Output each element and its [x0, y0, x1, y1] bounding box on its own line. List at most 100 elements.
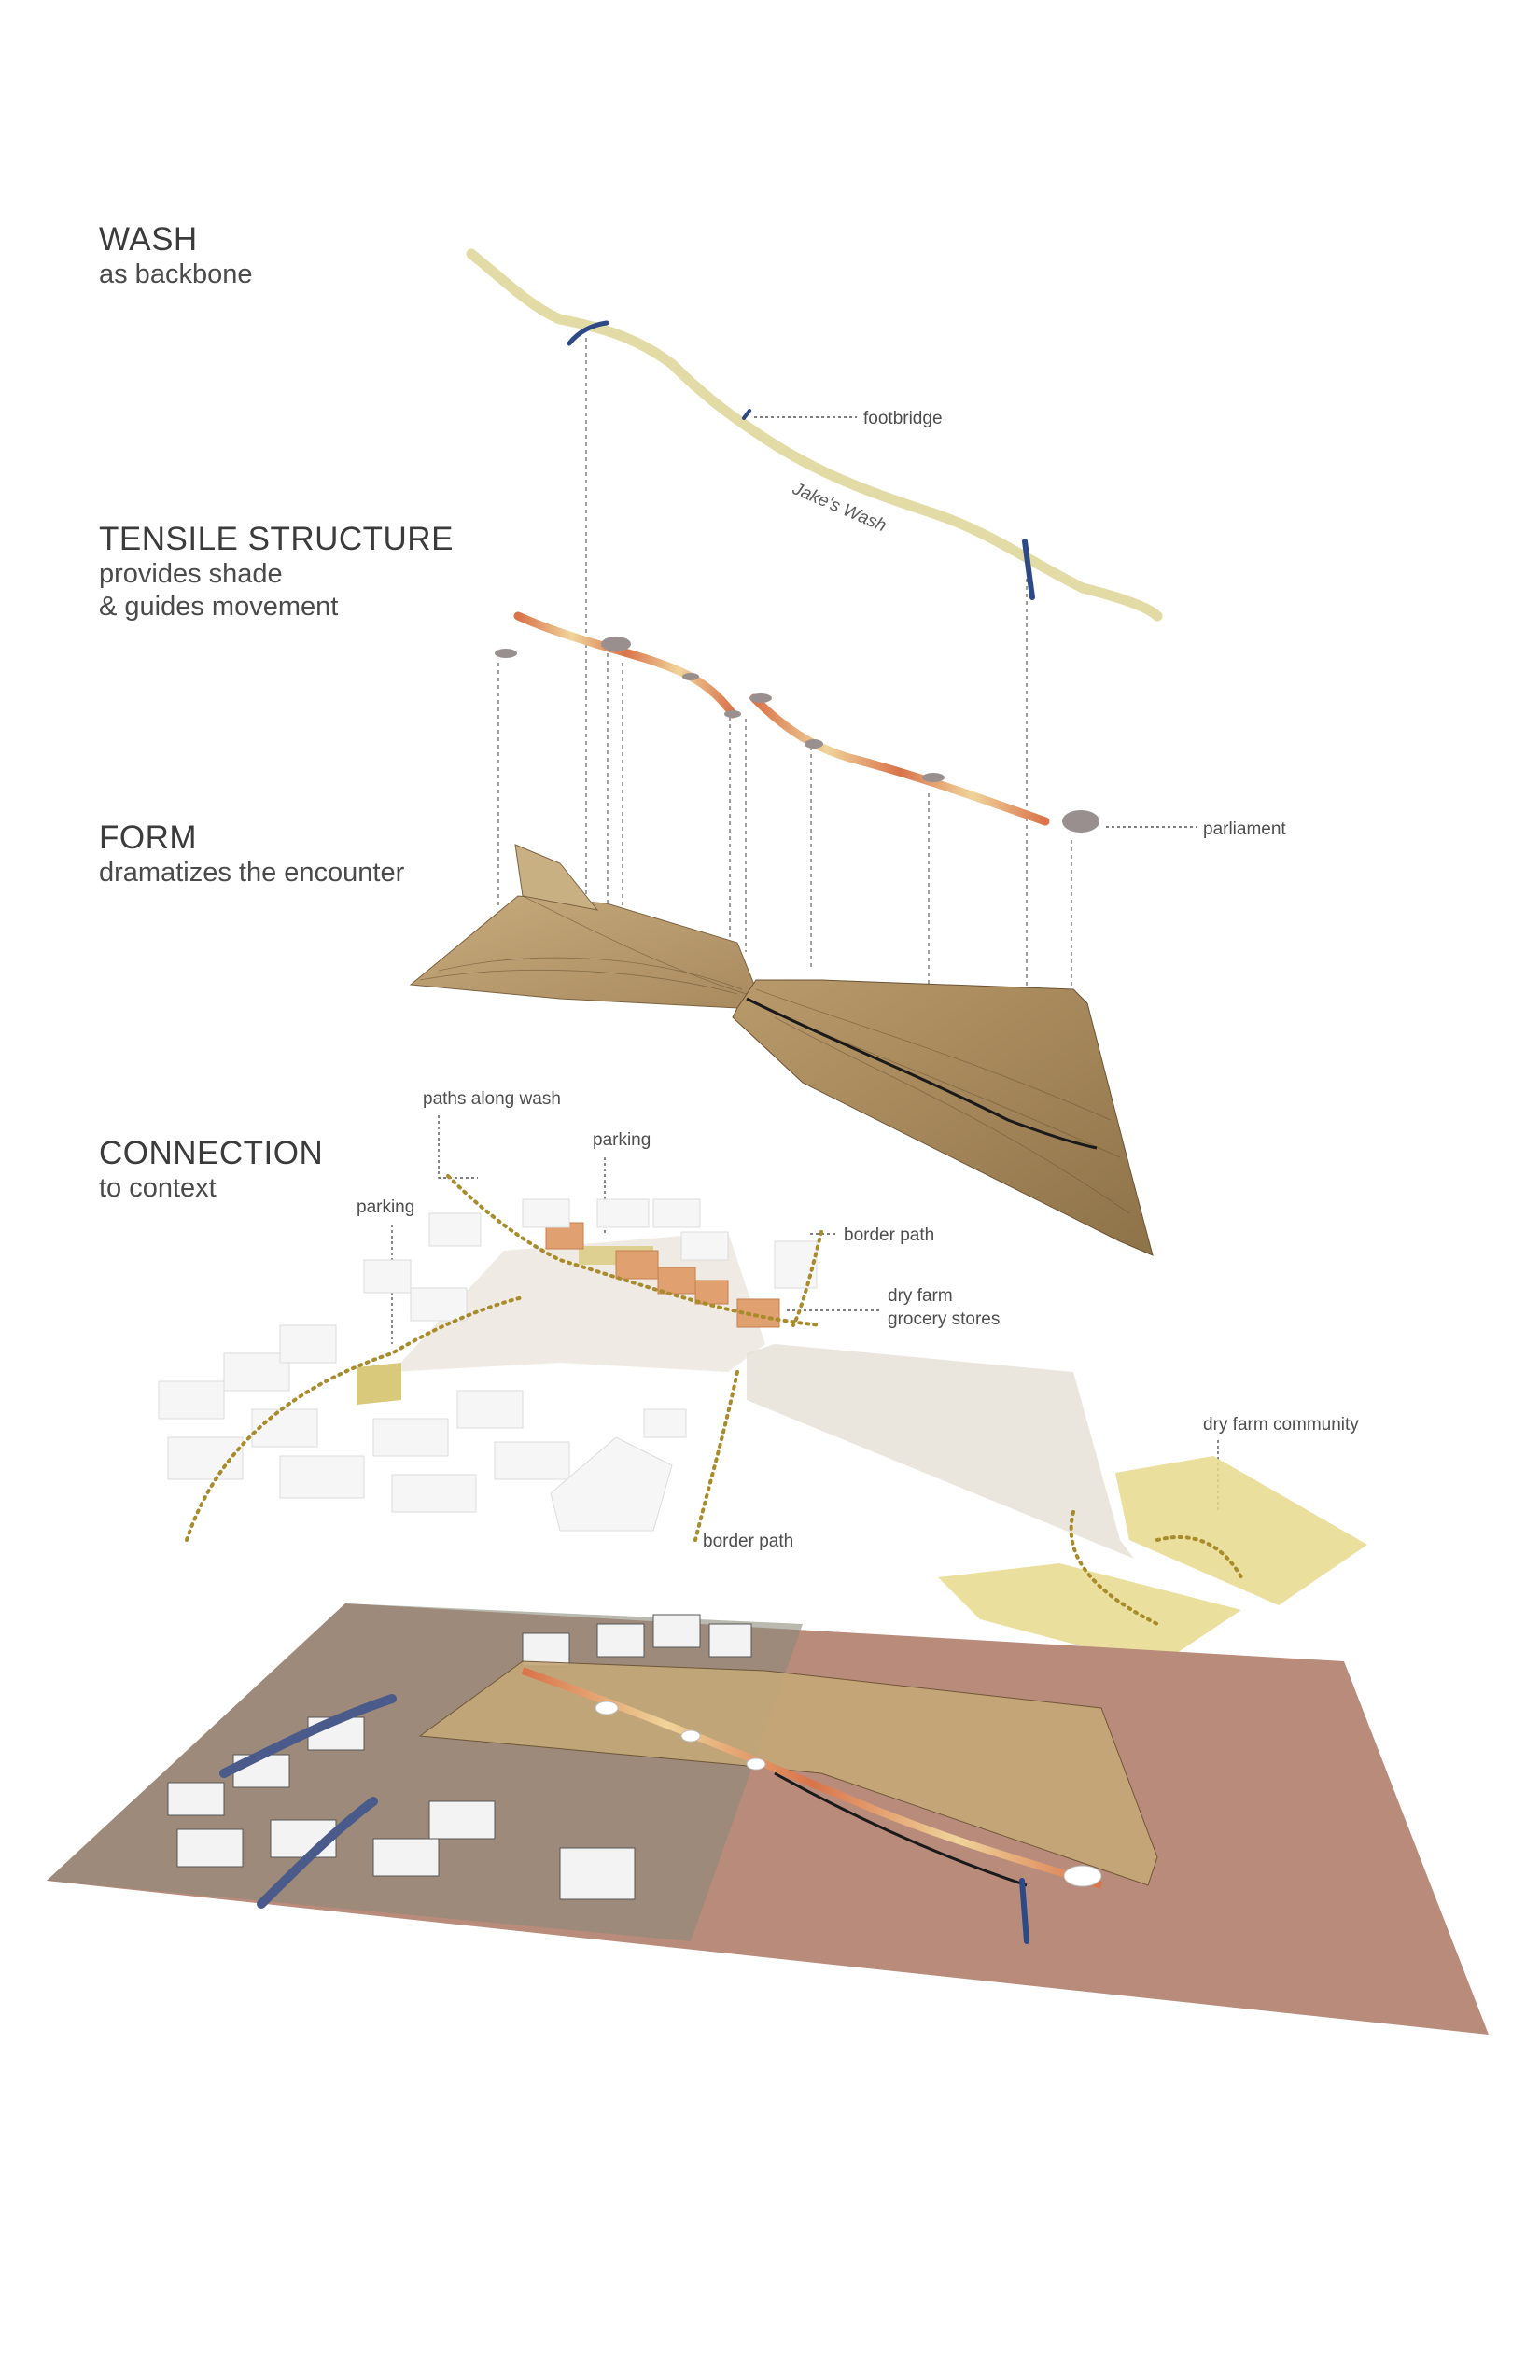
building: [456, 1390, 524, 1429]
layer-subtitle: & guides movement: [99, 591, 339, 622]
tensile-structure-layer: [495, 611, 1099, 833]
grocery-stores: [545, 1222, 780, 1328]
layer-title: TENSILE STRUCTURE: [99, 521, 454, 557]
node: [749, 693, 772, 703]
node: [680, 1729, 701, 1743]
layer-title: CONNECTION: [99, 1135, 324, 1171]
form-layer: [409, 844, 1154, 1256]
dry-farm-plot: [1115, 1456, 1367, 1605]
grocery-store: [615, 1250, 659, 1280]
path: [1069, 1510, 1159, 1626]
dry-farm-plot: [938, 1563, 1241, 1666]
building: [428, 1212, 482, 1247]
label-paths-along-wash: paths along wash: [423, 1089, 561, 1109]
building: [167, 1436, 244, 1480]
footbridge-on-site: [1019, 1878, 1029, 1944]
dotted-paths: [185, 1174, 1243, 1626]
label-line: dry farm: [888, 1286, 953, 1306]
wash-layer: Jake's Wash: [466, 248, 1163, 622]
layer-title: FORM: [99, 819, 198, 856]
building: [652, 1614, 701, 1648]
building: [251, 1408, 318, 1448]
building: [428, 1800, 496, 1840]
building: [596, 1623, 645, 1658]
building: [643, 1408, 687, 1438]
building: [410, 1287, 468, 1322]
label-parliament: parliament: [1203, 819, 1286, 839]
path: [185, 1295, 525, 1542]
label-border-path-bottom: border path: [703, 1532, 794, 1551]
path: [791, 1230, 823, 1327]
building: [522, 1632, 570, 1667]
form-ghost-east: [747, 1344, 1134, 1559]
canopy-nodes: [495, 637, 1099, 833]
building: [372, 1418, 449, 1457]
node: [805, 739, 823, 749]
parliament-node: [1063, 1865, 1102, 1887]
tensile-canopy: [749, 693, 1050, 826]
node: [595, 1701, 619, 1715]
tensile-on-site: [521, 1667, 1103, 1889]
site-canopy-nodes: [595, 1701, 1102, 1887]
building: [279, 1324, 337, 1364]
grocery-store: [694, 1280, 729, 1305]
layer-subtitle: as backbone: [99, 259, 253, 290]
form-peak: [514, 844, 599, 911]
label-parking-left: parking: [357, 1197, 415, 1217]
layer-title: WASH: [99, 221, 198, 258]
connection-layer: [158, 1174, 1367, 1666]
building: [559, 1847, 636, 1900]
building: [550, 1436, 673, 1532]
wash-channel: [466, 248, 1163, 622]
label-line: grocery stores: [888, 1309, 1001, 1329]
node: [682, 673, 699, 680]
parliament-node: [1062, 810, 1099, 833]
site-plan-layer: [47, 1603, 1489, 2035]
footbridge-mark: [567, 320, 609, 346]
context-buildings: [158, 1198, 818, 1532]
neighbourhood-ground: [47, 1603, 803, 1941]
node: [746, 1757, 766, 1771]
building: [176, 1828, 244, 1868]
leader-line: [438, 1115, 478, 1179]
street: [257, 1797, 378, 1909]
building: [774, 1240, 818, 1289]
node: [922, 773, 945, 782]
layer-subtitle: provides shade: [99, 559, 283, 590]
building: [708, 1623, 752, 1658]
layer-heading-wash: WASH as backbone: [99, 220, 252, 291]
label-dry-farm-grocery: dry farm grocery stores: [888, 1285, 1000, 1331]
form-west-wing: [409, 895, 757, 1009]
wash-on-site: [774, 1771, 1028, 1887]
site-buildings: [167, 1614, 752, 1900]
wash-cut-line: [746, 997, 1098, 1150]
label-footbridge: footbridge: [863, 409, 943, 428]
building: [494, 1441, 570, 1480]
node: [724, 710, 741, 718]
path: [446, 1174, 823, 1327]
footbridge-mark: [1022, 539, 1035, 600]
building: [158, 1380, 225, 1420]
layer-heading-form: FORM dramatizes the encounter: [99, 819, 404, 889]
streets: [219, 1694, 397, 1909]
building: [522, 1198, 570, 1228]
layer-subtitle: to context: [99, 1173, 217, 1204]
tensile-canopy: [513, 611, 737, 719]
grocery-store: [736, 1298, 780, 1328]
label-border-path-top: border path: [844, 1225, 935, 1245]
label-parking-right: parking: [593, 1130, 651, 1150]
grocery-store: [657, 1267, 696, 1295]
building: [223, 1352, 290, 1392]
street: [219, 1694, 397, 1778]
building: [363, 1259, 412, 1294]
building: [391, 1474, 477, 1513]
label-dry-farm-community: dry farm community: [1203, 1415, 1359, 1435]
building: [652, 1198, 701, 1228]
form-east-wing: [732, 979, 1154, 1256]
building: [279, 1455, 365, 1499]
layer-subtitle: dramatizes the encounter: [99, 858, 405, 889]
building: [372, 1838, 440, 1877]
path: [1155, 1534, 1243, 1579]
footbridge-mark: [742, 409, 751, 420]
